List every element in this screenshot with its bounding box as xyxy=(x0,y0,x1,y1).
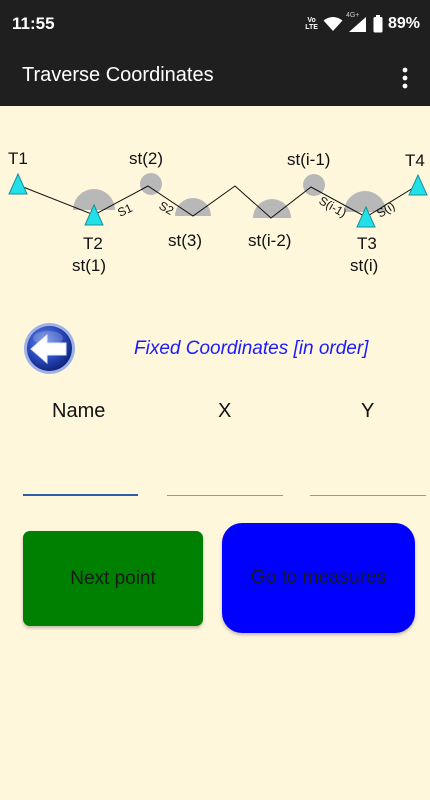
name-input[interactable] xyxy=(23,470,138,496)
column-header-name: Name xyxy=(52,400,106,422)
battery-icon xyxy=(373,15,383,33)
go-to-measures-button[interactable]: Go to measures xyxy=(222,523,415,633)
label-t1: T1 xyxy=(8,149,28,168)
battery-percent: 89% xyxy=(387,15,420,32)
triangle-t1 xyxy=(8,172,28,195)
column-header-x: X xyxy=(218,400,232,422)
next-point-button[interactable]: Next point xyxy=(23,531,203,626)
angle-marker-st3 xyxy=(175,198,211,216)
label-st2: st(2) xyxy=(129,149,163,168)
triangle-t4 xyxy=(408,173,428,196)
label-t3: T3 xyxy=(357,234,377,253)
column-header-y: Y xyxy=(361,400,375,422)
label-st-i: st(i) xyxy=(350,256,378,275)
angle-markers xyxy=(73,173,386,218)
label-st3: st(3) xyxy=(168,231,202,250)
label-st1: st(1) xyxy=(72,256,106,275)
label-t4: T4 xyxy=(405,151,425,170)
label-st-i-minus-1: st(i-1) xyxy=(287,150,330,169)
label-s2: S2 xyxy=(157,198,177,218)
triangle-t2 xyxy=(84,203,104,226)
label-s-i-minus-1: S(i-1) xyxy=(317,193,349,220)
angle-marker-st2 xyxy=(140,173,162,195)
back-arrow-icon[interactable] xyxy=(23,322,76,375)
app-title: Traverse Coordinates xyxy=(22,64,214,86)
app-bar: Traverse Coordinates xyxy=(0,50,430,106)
triangle-t3 xyxy=(356,205,376,228)
angle-marker-st-i-minus-2 xyxy=(253,199,291,218)
label-s1: S1 xyxy=(115,201,135,220)
angle-marker-t2 xyxy=(73,189,115,210)
network-type: 4G+ xyxy=(345,12,360,19)
more-vert-icon[interactable] xyxy=(400,66,410,90)
signal-icon: 4G+ xyxy=(345,12,368,33)
x-coordinate-input[interactable] xyxy=(167,470,283,496)
traverse-diagram: T1 T4 st(2) st(i-1) T2 st(1) st(3) st(i-… xyxy=(8,149,428,275)
traverse-line xyxy=(17,184,419,219)
section-title: Fixed Coordinates [in order] xyxy=(134,338,369,359)
y-coordinate-input[interactable] xyxy=(310,470,426,496)
angle-marker-t3 xyxy=(344,191,386,212)
label-t2: T2 xyxy=(83,234,103,253)
label-st-i-minus-2: st(i-2) xyxy=(248,231,291,250)
wifi-icon xyxy=(323,17,343,31)
status-time: 11:55 xyxy=(12,14,55,33)
angle-marker-st-i-minus-1 xyxy=(303,174,325,196)
